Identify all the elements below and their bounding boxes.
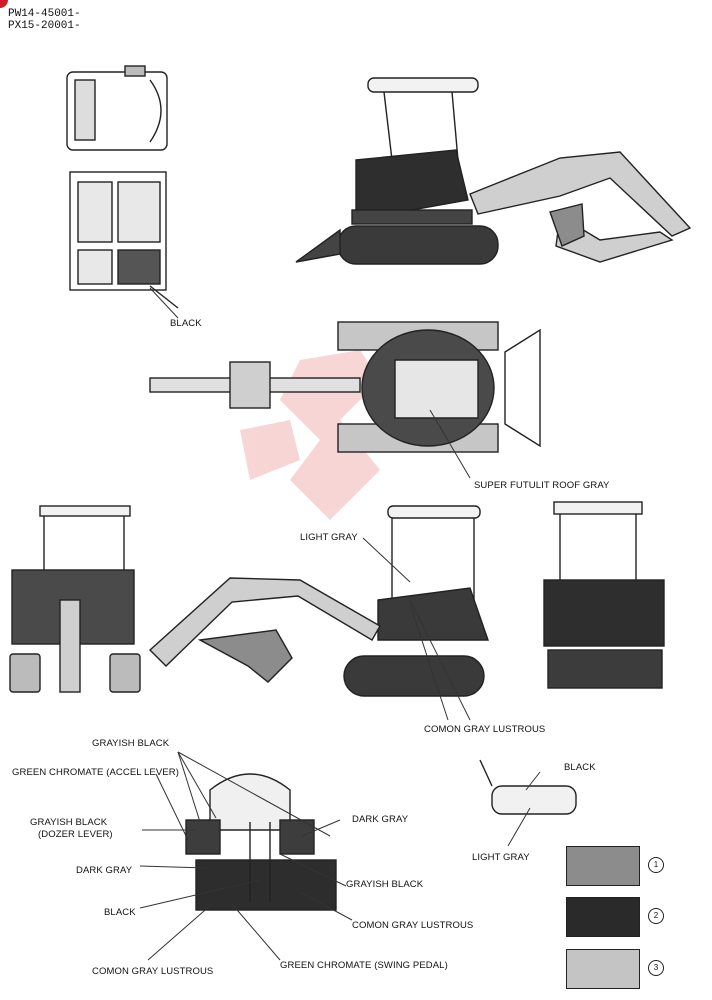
label-green-chromate-accel: GREEN CHROMATE (ACCEL LEVER) <box>12 767 179 778</box>
cab-side-view <box>69 171 179 309</box>
excavator-top-view <box>149 321 541 453</box>
label-black-left: BLACK <box>104 907 136 918</box>
excavator-front-view <box>9 505 141 693</box>
label-black-cab: BLACK <box>170 318 202 329</box>
swatch-number-2: 2 <box>648 908 664 924</box>
label-grayish-black-top: GRAYISH BLACK <box>92 738 170 749</box>
corner-mark <box>0 0 8 8</box>
swatch-number-1: 1 <box>648 857 664 873</box>
fuel-tank-detail <box>479 759 577 815</box>
label-black-tank: BLACK <box>564 762 596 773</box>
operator-seat-detail <box>185 773 337 911</box>
label-comon-gray-lustrous-right: COMON GRAY LUSTROUS <box>352 920 474 931</box>
label-grayish-black-right: GRAYISH BLACK <box>346 879 424 890</box>
model-serial-1: PW14-45001- <box>8 8 81 20</box>
label-dark-gray-right: DARK GRAY <box>352 814 409 825</box>
leader-lines <box>139 287 541 961</box>
label-grayish-black-dozer-2: (DOZER LEVER) <box>38 829 113 840</box>
label-grayish-black-dozer-1: GRAYISH BLACK <box>30 817 108 828</box>
color-swatch-3 <box>566 949 640 989</box>
excavator-side-view <box>295 77 692 265</box>
label-comon-gray-lustrous-bottom: COMON GRAY LUSTROUS <box>92 966 214 977</box>
excavator-rear-side-view <box>148 505 489 697</box>
color-swatch-2 <box>566 897 640 937</box>
color-swatch-1 <box>566 846 640 886</box>
label-light-gray-cab: LIGHT GRAY <box>300 532 358 543</box>
label-super-futulit: SUPER FUTULIT ROOF GRAY <box>474 480 610 491</box>
cab-top-view <box>66 65 168 151</box>
label-light-gray-tank: LIGHT GRAY <box>472 852 530 863</box>
model-serial-2: PX15-20001- <box>8 20 81 32</box>
label-dark-gray-left: DARK GRAY <box>76 865 133 876</box>
label-green-chromate-swing: GREEN CHROMATE (SWING PEDAL) <box>280 960 448 971</box>
label-comon-gray-lustrous-main: COMON GRAY LUSTROUS <box>424 724 546 735</box>
excavator-rear-view <box>543 501 665 689</box>
swatch-number-3: 3 <box>648 960 664 976</box>
